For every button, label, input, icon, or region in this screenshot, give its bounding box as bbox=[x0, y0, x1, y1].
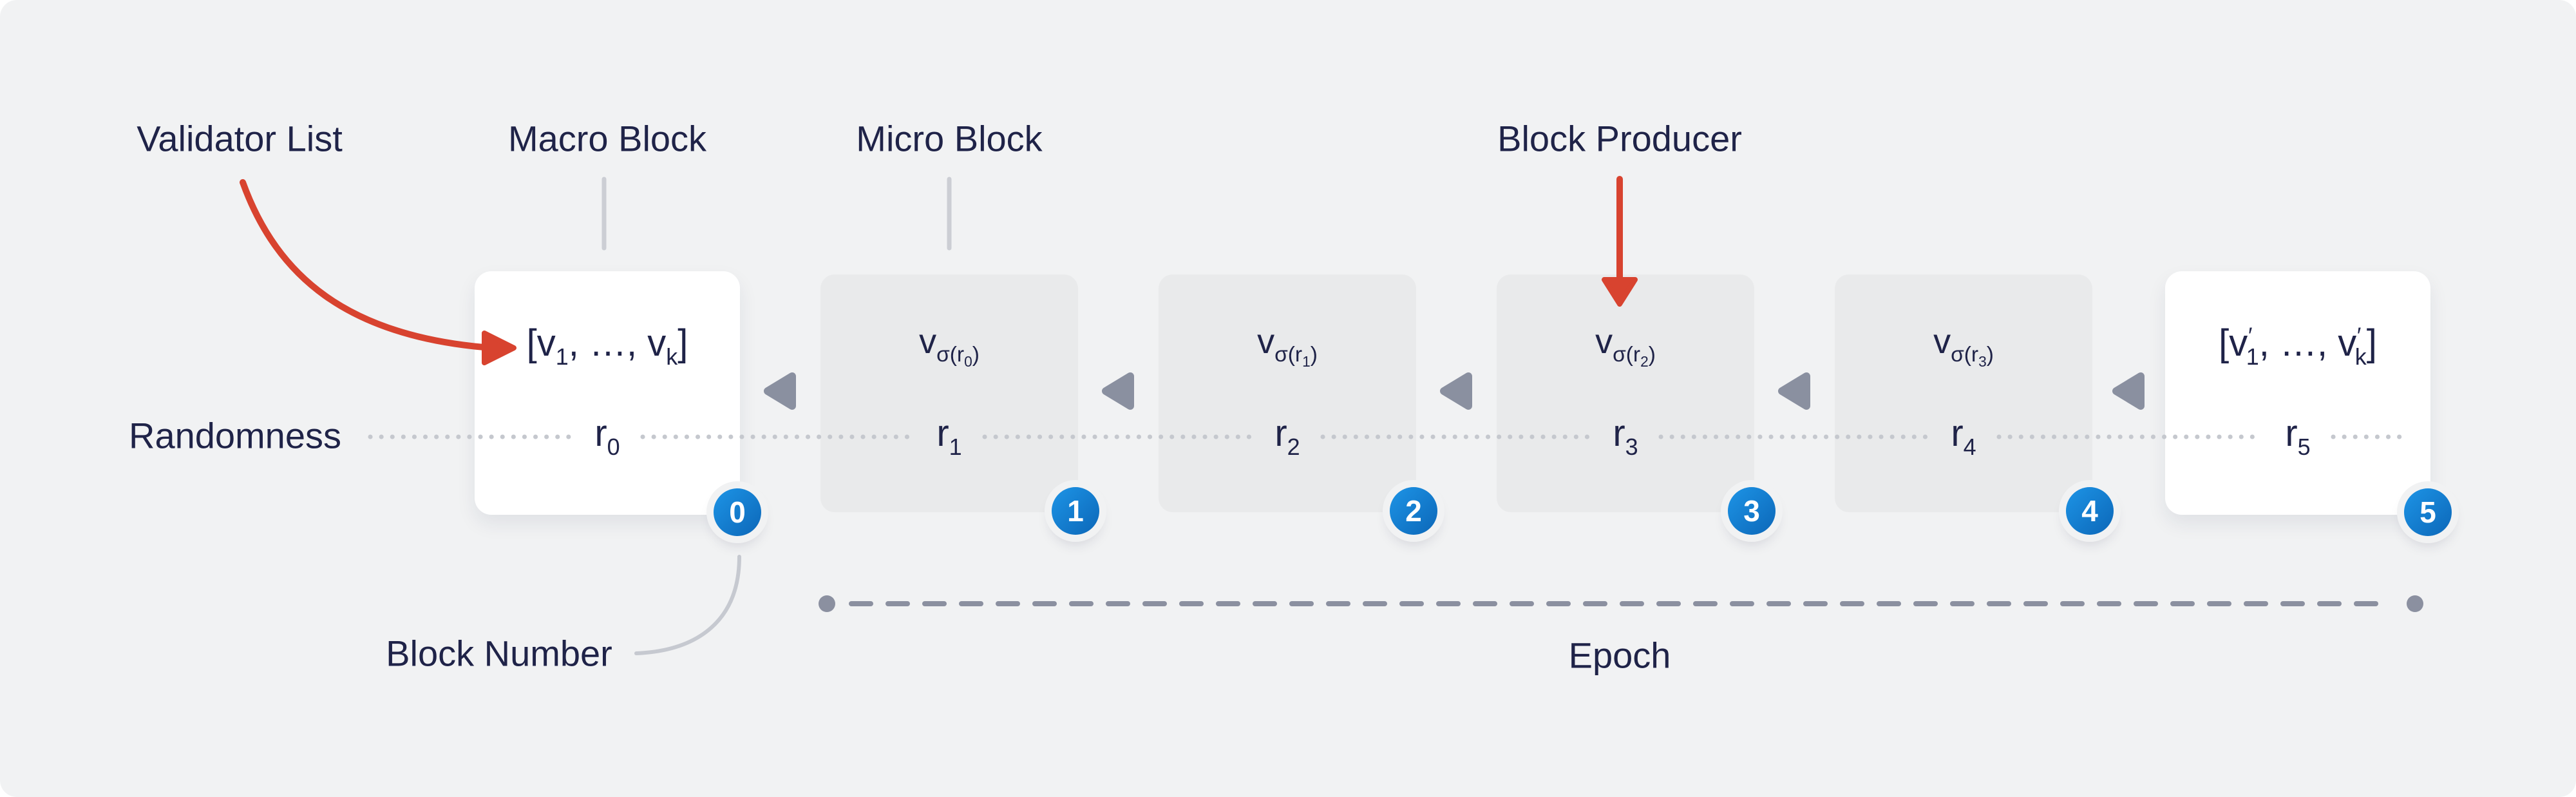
randomness-label: Randomness bbox=[129, 415, 341, 456]
validator-list-arrow bbox=[240, 179, 516, 365]
randomness-value-3: r3 bbox=[1613, 412, 1638, 460]
block-number-badge-3: 3 bbox=[1728, 487, 1776, 535]
epoch-label: Epoch bbox=[1568, 635, 1671, 676]
block-number-badge-2: 2 bbox=[1390, 487, 1437, 535]
micro-block-2: vσ(r1) bbox=[1159, 274, 1416, 512]
block-number-badge-0: 0 bbox=[714, 488, 761, 536]
micro-block-4: vσ(r3) bbox=[1835, 274, 2092, 512]
prev-block-arrow-icon bbox=[2112, 372, 2145, 410]
micro-block-1: vσ(r0) bbox=[820, 274, 1078, 512]
block-number-badge-5: 5 bbox=[2404, 488, 2452, 536]
block-number-badge-4: 4 bbox=[2066, 487, 2114, 535]
macro-block-5: [v′1, …, v′k] bbox=[2165, 271, 2430, 515]
validator-list-label: Validator List bbox=[137, 118, 343, 159]
validator-list-value: [v1, …, vk] bbox=[526, 322, 688, 370]
block-producer-value: vσ(r2) bbox=[1595, 322, 1656, 370]
micro-block-3: vσ(r2) bbox=[1497, 274, 1754, 512]
prev-block-arrow-icon bbox=[764, 372, 796, 410]
randomness-value-2: r2 bbox=[1274, 412, 1300, 460]
epoch-end-dot bbox=[2407, 595, 2423, 612]
prev-block-arrow-icon bbox=[1102, 372, 1134, 410]
block-producer-value: vσ(r0) bbox=[919, 322, 980, 370]
block-producer-value: vσ(r3) bbox=[1933, 322, 1994, 370]
randomness-value-5: r5 bbox=[2285, 412, 2311, 460]
prev-block-arrow-icon bbox=[1778, 372, 1810, 410]
epoch-start-dot bbox=[819, 595, 835, 612]
block-number-connector bbox=[634, 555, 741, 655]
macro-block-label: Macro Block bbox=[507, 118, 707, 159]
randomness-value-1: r1 bbox=[936, 412, 962, 460]
block-number-label: Block Number bbox=[386, 633, 612, 674]
macro-block-0: [v1, …, vk] bbox=[475, 271, 740, 515]
block-producer-value: vσ(r1) bbox=[1257, 322, 1318, 370]
block-number-badge-1: 1 bbox=[1052, 487, 1099, 535]
block-producer-label: Block Producer bbox=[1497, 118, 1742, 159]
prev-block-arrow-icon bbox=[1440, 372, 1472, 410]
micro-block-label: Micro Block bbox=[856, 118, 1043, 159]
randomness-value-4: r4 bbox=[1951, 412, 1976, 460]
epoch-dashed-line bbox=[819, 595, 2423, 612]
validator-list-arrow-shaft bbox=[240, 179, 488, 350]
validator-list-value: [v′1, …, v′k] bbox=[2219, 322, 2377, 370]
randomness-value-0: r0 bbox=[594, 412, 620, 460]
